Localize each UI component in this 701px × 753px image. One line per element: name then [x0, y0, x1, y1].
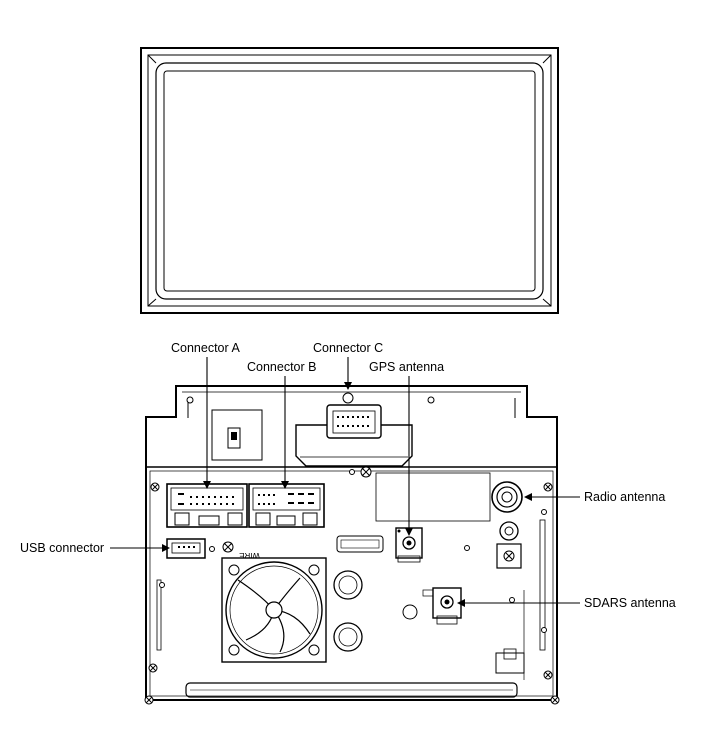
- label-connector-c: Connector C: [313, 341, 383, 355]
- label-radio-antenna: Radio antenna: [584, 490, 665, 504]
- label-usb-connector: USB connector: [20, 541, 104, 555]
- label-plate: WIRE: [239, 472, 491, 560]
- callout-lines: [110, 357, 580, 607]
- label-sdars-antenna: SDARS antenna: [584, 596, 676, 610]
- usb-connector: [166, 538, 206, 559]
- label-connector-a: Connector A: [171, 341, 240, 355]
- bottom-clip: [495, 590, 525, 680]
- connector-b: [248, 483, 325, 528]
- radio-antenna-jack: [491, 481, 523, 513]
- connector-a: [166, 483, 248, 528]
- sdars-antenna-connector: [422, 587, 462, 625]
- front-display-panel: [140, 47, 559, 314]
- round-boss: [333, 570, 418, 652]
- label-gps-antenna: GPS antenna: [369, 360, 444, 374]
- wire-stamp: WIRE: [239, 551, 260, 560]
- aux-antenna-jack: [496, 521, 522, 569]
- cooling-fan: [221, 557, 327, 663]
- chassis-screw: [144, 466, 560, 705]
- connector-c: [295, 392, 413, 467]
- left-bracket: [211, 409, 263, 461]
- label-connector-b: Connector B: [247, 360, 316, 374]
